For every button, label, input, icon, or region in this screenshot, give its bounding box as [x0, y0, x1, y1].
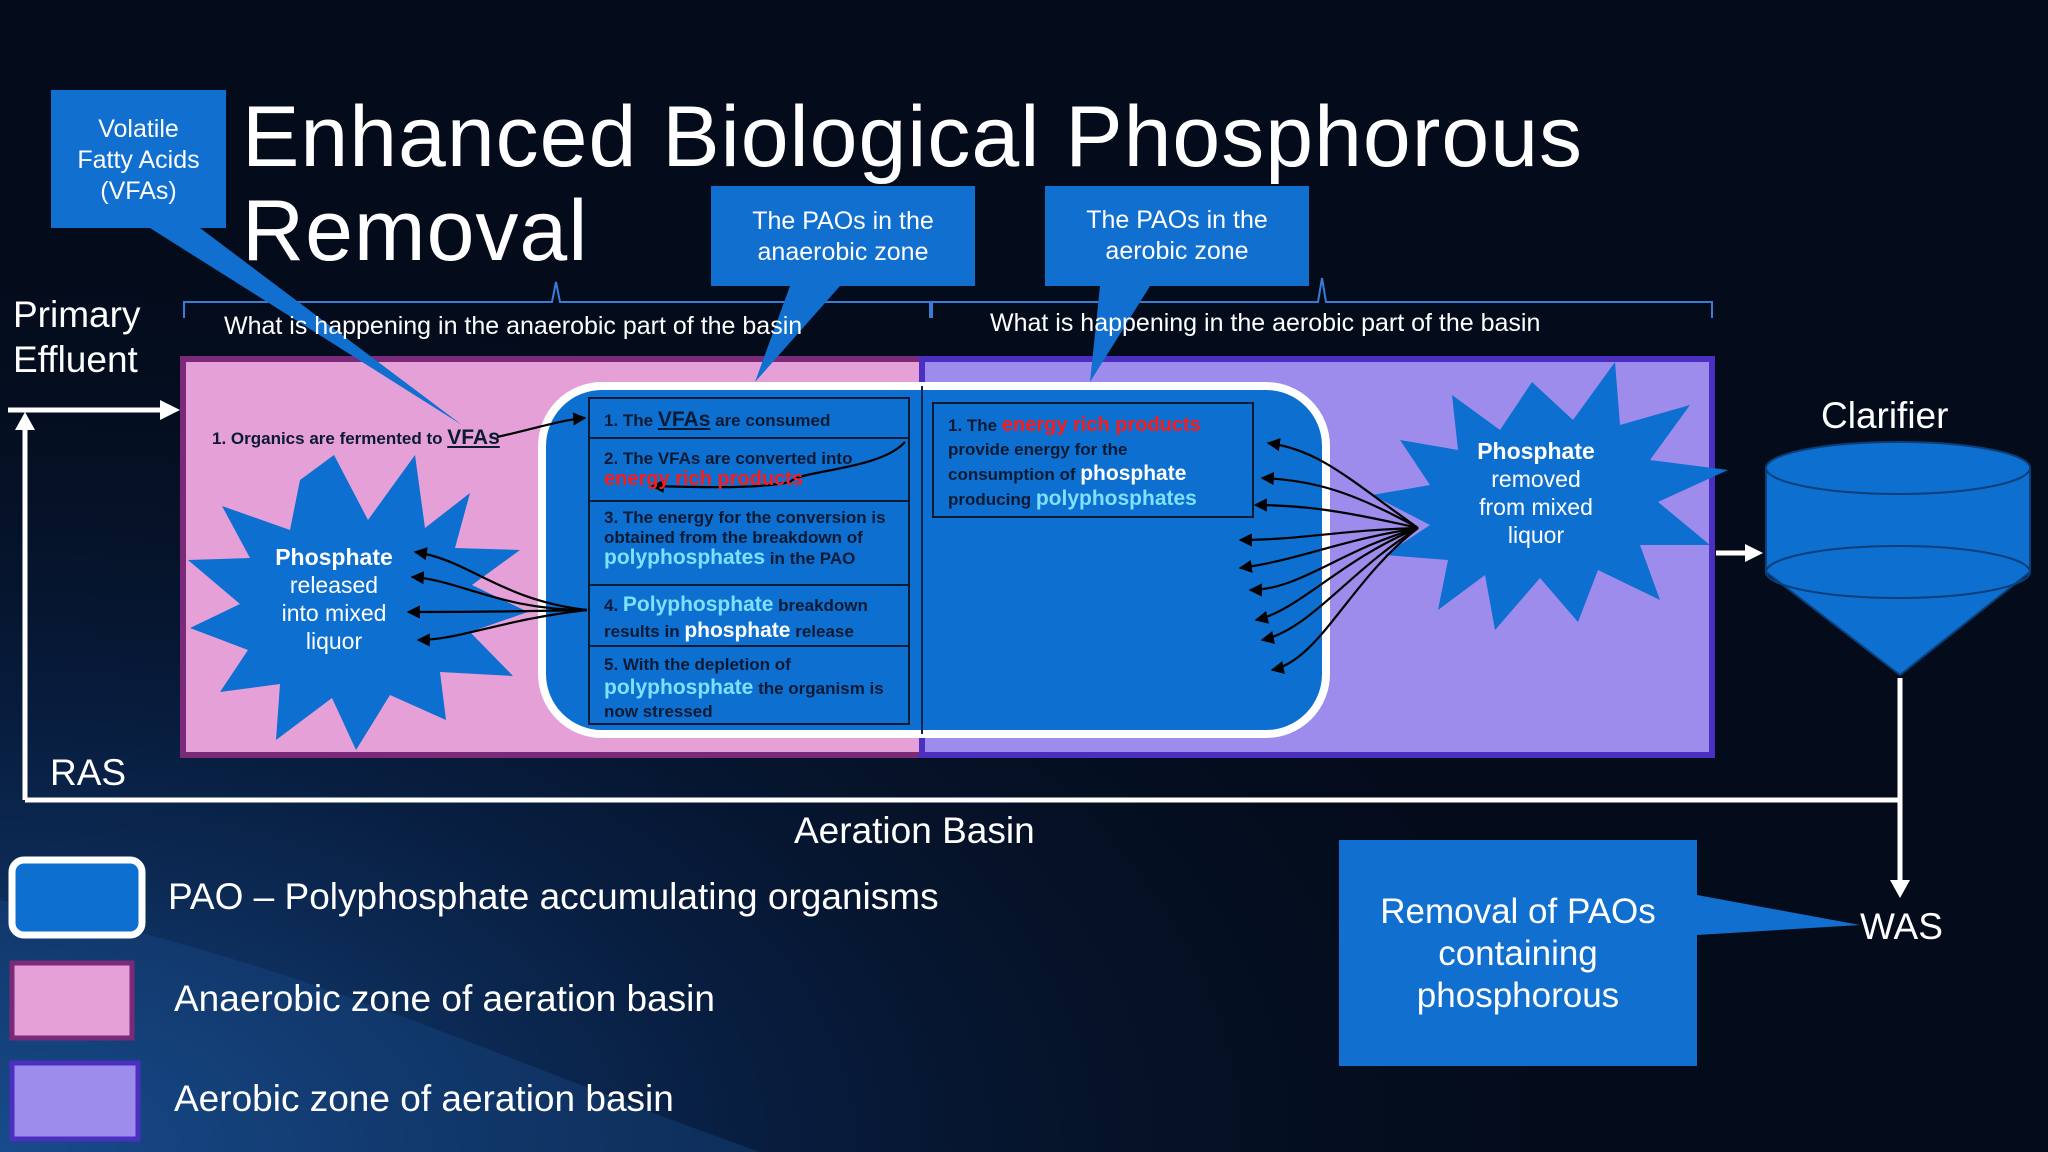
step1-text: 1. The VFAs are consumed [604, 409, 830, 431]
removal-callout-line1: Removal of PAOs [1380, 892, 1656, 931]
phosphate-released-text: Phosphate released into mixed liquor [244, 543, 424, 655]
legend-anaerobic-label: Anaerobic zone of aeration basin [174, 978, 715, 1019]
step4-results-in: results in [604, 622, 685, 641]
organics-fermented-text: 1. Organics are fermented to VFAs [212, 427, 500, 449]
phosphate-removed-line3: from mixed [1479, 494, 1593, 520]
aeration-basin-label: Aeration Basin [794, 810, 1035, 851]
aerobic-step-text: 1. The energy rich products provide ener… [948, 413, 1201, 512]
ras-label: RAS [50, 752, 127, 793]
anaerobic-bracket [183, 281, 931, 318]
phosphate-removed-line4: liquor [1507, 522, 1565, 548]
title-line-1: Enhanced Biological Phosphorous [242, 89, 1584, 185]
step2-text: 2. The VFAs are converted into energy ri… [604, 448, 852, 490]
legend-aerobic-label: Aerobic zone of aeration basin [174, 1078, 674, 1119]
step3-line1: 3. The energy for the conversion is [604, 508, 886, 527]
removal-callout-line2: containing [1438, 934, 1598, 973]
phosphate-removed-text: Phosphate removed from mixed liquor [1446, 437, 1626, 549]
step5-line1: 5. With the depletion of [604, 655, 791, 674]
step4-polyphosphate: Polyphosphate [622, 593, 774, 616]
pao-anaerobic-callout: The PAOs in the anaerobic zone [711, 206, 975, 268]
step2-line1: 2. The VFAs are converted into [604, 449, 853, 468]
step5-stressed: now stressed [604, 702, 713, 721]
step4-release: release [790, 622, 854, 641]
step3-line2: obtained from the breakdown of [604, 528, 863, 547]
step3-polyphosphates: polyphosphates [604, 546, 766, 569]
pao-aerobic-callout-line2: aerobic zone [1105, 237, 1249, 265]
process-arrows [406, 412, 906, 647]
vfa-callout: Volatile Fatty Acids (VFAs) [51, 114, 226, 207]
step5-organism: the organism is [753, 679, 884, 698]
legend-swatch-pao [8, 856, 146, 939]
anaerobic-bracket-label: What is happening in the anaerobic part … [224, 312, 803, 340]
step4-prefix: 4. [604, 596, 623, 615]
aerobic-consumption: consumption of [948, 465, 1081, 484]
aerobic-step-line2: provide energy for the [948, 440, 1128, 459]
aerobic-arrows [1238, 438, 1419, 675]
pao-aerobic-callout-line1: The PAOs in the [1086, 206, 1268, 234]
step4-phosphate: phosphate [684, 619, 791, 642]
vfa-callout-line1: Volatile [98, 115, 179, 143]
step1-part-a: 1. The [604, 411, 658, 430]
step5-text: 5. With the depletion of polyphosphate t… [604, 653, 884, 723]
callout-shapes [51, 90, 1860, 1066]
vfa-callout-line2: Fatty Acids [77, 146, 200, 174]
phosphate-released-starburst [188, 455, 528, 750]
step5-box [588, 645, 910, 725]
step3-text: 3. The energy for the conversion is obta… [604, 508, 886, 569]
pao-anaerobic-callout-line2: anaerobic zone [757, 238, 929, 266]
step1-vfas: VFAs [657, 408, 711, 431]
primary-effluent-line2: Effluent [13, 339, 138, 380]
flow-lines [8, 400, 1910, 898]
aerobic-bracket [931, 277, 1713, 318]
removal-callout: Removal of PAOs containing phosphorous [1339, 891, 1697, 1017]
was-label: WAS [1860, 906, 1943, 947]
step5-polyphosphate: polyphosphate [604, 676, 754, 699]
page-title: Enhanced Biological Phosphorous Removal [242, 90, 1583, 278]
aerobic-step-prefix: 1. The [948, 416, 1002, 435]
vfa-callout-line3: (VFAs) [100, 177, 177, 205]
aerobic-energy-rich: energy rich products [1001, 414, 1201, 436]
aerobic-polyphosphates: polyphosphates [1035, 487, 1197, 510]
primary-effluent-line1: Primary [13, 294, 141, 335]
title-line-2: Removal [242, 183, 589, 279]
phosphate-released-line4: liquor [305, 628, 363, 654]
aerobic-phosphate: phosphate [1080, 462, 1187, 485]
pao-aerobic-callout: The PAOs in the aerobic zone [1045, 205, 1309, 267]
step4-breakdown: breakdown [773, 596, 868, 615]
pao-anaerobic-callout-line1: The PAOs in the [752, 207, 934, 235]
organics-fermented-prefix: 1. Organics are fermented to [212, 429, 448, 448]
phosphate-removed-starburst [1372, 362, 1728, 630]
step1-part-c: are consumed [710, 411, 831, 430]
aerobic-step-box [932, 402, 1254, 518]
legend-pao-label: PAO – Polyphosphate accumulating organis… [168, 876, 939, 917]
legend-swatch-anaerobic [9, 960, 135, 1041]
clarifier-label: Clarifier [1821, 395, 1949, 436]
aerobic-producing: producing [948, 490, 1036, 509]
legend-swatch-aerobic [9, 1060, 141, 1142]
primary-effluent-label: Primary Effluent [13, 292, 140, 382]
phosphate-released-line3: into mixed [281, 600, 387, 626]
aerobic-bracket-label: What is happening in the aerobic part of… [990, 309, 1541, 337]
phosphate-removed-line1: Phosphate [1477, 438, 1595, 464]
step2-energy-rich: energy rich products [604, 468, 803, 490]
phosphate-removed-line2: removed [1491, 466, 1581, 492]
background-swoosh [0, 900, 760, 1152]
removal-callout-line3: phosphorous [1416, 976, 1620, 1015]
phosphate-released-line2: released [289, 572, 379, 598]
phosphate-released-line1: Phosphate [275, 544, 393, 570]
organics-fermented-vfas: VFAs [447, 426, 500, 449]
step3-line3-end: in the PAO [765, 549, 856, 568]
clarifier-tank [1765, 441, 2031, 677]
step4-text: 4. Polyphosphate breakdown results in ph… [604, 592, 868, 644]
